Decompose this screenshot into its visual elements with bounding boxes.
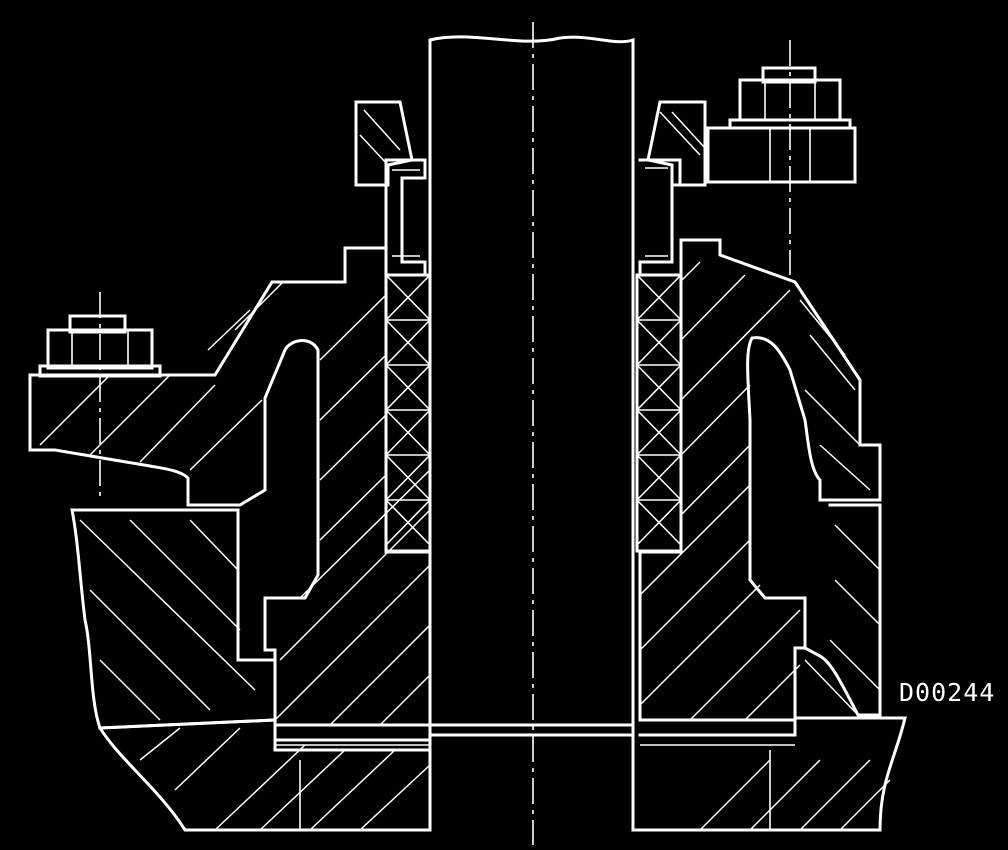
right-lower-housing bbox=[631, 503, 907, 832]
right-bolt-nut bbox=[706, 40, 857, 275]
left-housing-flange bbox=[28, 246, 432, 727]
left-bolt-nut bbox=[38, 292, 162, 500]
right-seal-gland bbox=[638, 100, 707, 277]
left-lower-housing bbox=[70, 508, 432, 832]
left-bearing-stack bbox=[384, 273, 432, 553]
shaft bbox=[428, 35, 635, 832]
right-bearing-stack bbox=[635, 273, 683, 553]
left-seal-gland bbox=[354, 100, 427, 277]
right-housing-flange bbox=[638, 238, 882, 722]
drawing-number-label: D00244 bbox=[899, 678, 996, 707]
